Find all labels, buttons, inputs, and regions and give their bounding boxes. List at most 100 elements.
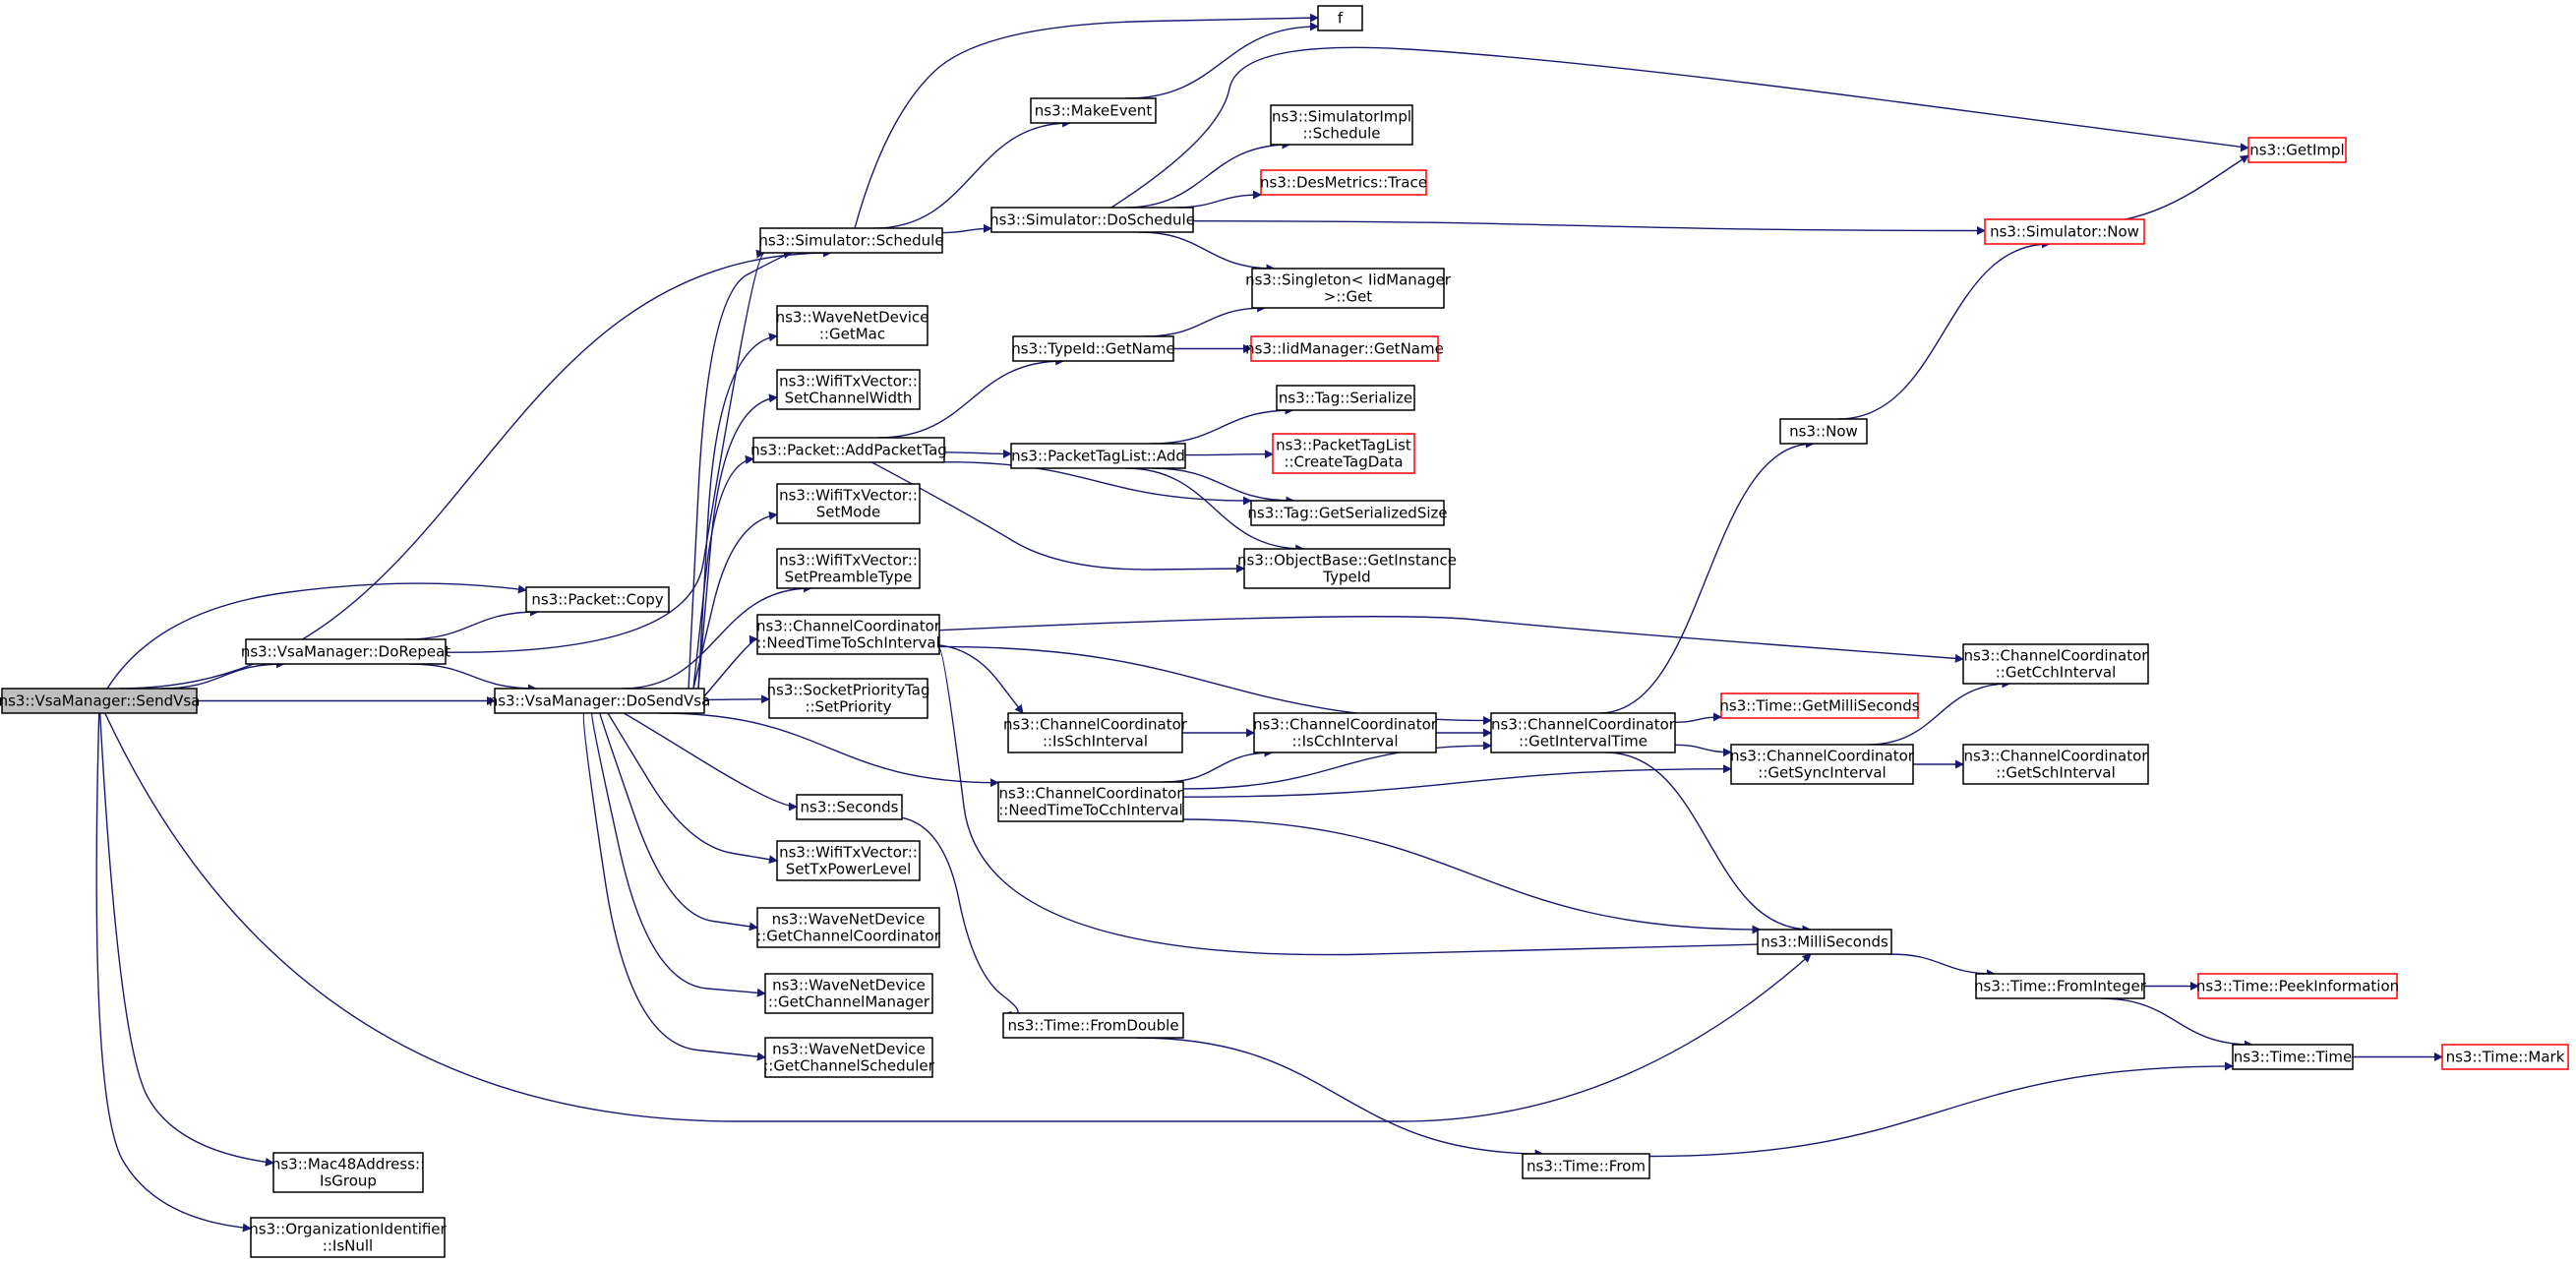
node-box-time-time[interactable] <box>2232 1044 2354 1070</box>
node-add-packet-tag[interactable]: ns3::Packet::AddPacketTag <box>750 437 947 463</box>
node-sim-now[interactable]: ns3::Simulator::Now <box>1984 218 2145 245</box>
node-box-ptladd[interactable] <box>1010 443 1186 469</box>
node-get-sync-interval[interactable]: ns3::ChannelCoordinator::GetSyncInterval <box>1730 744 1915 785</box>
node-box-get-ch-manager[interactable] <box>764 973 933 1014</box>
node-box-sim-impl-schedule[interactable] <box>1270 104 1413 146</box>
node-need-sch[interactable]: ns3::ChannelCoordinator::NeedTimeToSchIn… <box>756 614 941 655</box>
node-is-sch[interactable]: ns3::ChannelCoordinator::IsSchInterval <box>1003 712 1188 753</box>
node-box-create-tag-data[interactable] <box>1272 433 1415 474</box>
node-get-impl[interactable]: ns3::GetImpl <box>2247 137 2347 163</box>
node-box-get-sync-interval[interactable] <box>1730 744 1914 785</box>
node-box-get-instance-tid[interactable] <box>1243 548 1451 589</box>
node-box-is-group[interactable] <box>272 1152 424 1193</box>
node-box-is-null[interactable] <box>250 1217 446 1258</box>
node-is-cch[interactable]: ns3::ChannelCoordinator::IsCchInterval <box>1253 712 1438 753</box>
node-box-singleton-get[interactable] <box>1251 268 1445 309</box>
node-set-tx-power[interactable]: ns3::WifiTxVector::SetTxPowerLevel <box>776 840 921 881</box>
node-get-ch-manager[interactable]: ns3::WaveNetDevice::GetChannelManager <box>764 973 933 1014</box>
node-tag-serialize[interactable]: ns3::Tag::Serialize <box>1276 385 1415 411</box>
node-type-id-get-name[interactable]: ns3::TypeId::GetName <box>1011 335 1175 362</box>
node-get-ch-coord[interactable]: ns3::WaveNetDevice::GetChannelCoordinato… <box>756 907 941 948</box>
node-box-get-ch-coord[interactable] <box>756 907 940 948</box>
node-box-do-repeat[interactable] <box>245 638 447 665</box>
node-get-cch-interval[interactable]: ns3::ChannelCoordinator::GetCchInterval <box>1962 643 2149 685</box>
node-do-send-vsa[interactable]: ns3::VsaManager::DoSendVsa <box>489 688 711 714</box>
node-is-null[interactable]: ns3::OrganizationIdentifier::IsNull <box>249 1217 448 1258</box>
node-packet-copy[interactable]: ns3::Packet::Copy <box>525 586 670 613</box>
node-box-tag-get-ser-size[interactable] <box>1250 500 1445 526</box>
node-get-sch-interval[interactable]: ns3::ChannelCoordinator::GetSchInterval <box>1962 744 2149 785</box>
node-time-time[interactable]: ns3::Time::Time <box>2232 1044 2354 1070</box>
node-send-vsa[interactable]: ns3::VsaManager::SendVsa <box>0 688 200 714</box>
node-box-des-trace[interactable] <box>1260 169 1427 196</box>
node-box-type-id-get-name[interactable] <box>1012 335 1174 362</box>
node-get-ch-scheduler[interactable]: ns3::WaveNetDevice::GetChannelScheduler <box>763 1037 935 1078</box>
node-box-set-channel-width[interactable] <box>776 369 921 410</box>
node-box-get-milli-seconds[interactable] <box>1720 692 1919 719</box>
node-box-get-sch-interval[interactable] <box>1962 744 2149 785</box>
node-f[interactable]: f <box>1317 5 1363 31</box>
node-set-channel-width[interactable]: ns3::WifiTxVector::SetChannelWidth <box>776 369 921 410</box>
node-box-need-cch[interactable] <box>997 781 1184 822</box>
node-box-milli-seconds[interactable] <box>1757 929 1892 955</box>
node-box-from-double[interactable] <box>1002 1012 1184 1039</box>
node-create-tag-data[interactable]: ns3::PacketTagList::CreateTagData <box>1272 433 1415 474</box>
node-box-is-sch[interactable] <box>1007 712 1183 753</box>
node-need-cch[interactable]: ns3::ChannelCoordinator::NeedTimeToCchIn… <box>997 781 1184 822</box>
node-iid-get-name[interactable]: ns3::IidManager::GetName <box>1245 335 1444 362</box>
node-box-send-vsa[interactable] <box>1 688 198 714</box>
node-box-f[interactable] <box>1317 5 1363 31</box>
node-time-from[interactable]: ns3::Time::From <box>1522 1153 1650 1179</box>
node-get-interval-time[interactable]: ns3::ChannelCoordinator::GetIntervalTime <box>1490 712 1676 753</box>
node-singleton-get[interactable]: ns3::Singleton< IidManager >::Get <box>1245 268 1452 309</box>
node-get-milli-seconds[interactable]: ns3::Time::GetMilliSeconds <box>1719 692 1920 719</box>
node-now[interactable]: ns3::Now <box>1779 418 1868 445</box>
node-box-do-send-vsa[interactable] <box>494 688 705 714</box>
node-box-peek-info[interactable] <box>2197 973 2398 999</box>
node-ptladd[interactable]: ns3::PacketTagList::Add <box>1010 443 1186 469</box>
node-milli-seconds[interactable]: ns3::MilliSeconds <box>1757 929 1892 955</box>
node-box-need-sch[interactable] <box>756 614 940 655</box>
node-from-integer[interactable]: ns3::Time::FromInteger <box>1974 973 2147 999</box>
node-from-double[interactable]: ns3::Time::FromDouble <box>1002 1012 1184 1039</box>
node-box-packet-copy[interactable] <box>525 586 670 613</box>
node-box-now[interactable] <box>1779 418 1868 445</box>
node-box-do-schedule[interactable] <box>990 207 1194 233</box>
node-set-priority[interactable]: ns3::SocketPriorityTag::SetPriority <box>767 678 930 719</box>
node-box-add-packet-tag[interactable] <box>752 437 945 463</box>
node-box-seconds[interactable] <box>796 794 903 820</box>
node-seconds[interactable]: ns3::Seconds <box>796 794 903 820</box>
node-set-preamble[interactable]: ns3::WifiTxVector::SetPreambleType <box>776 548 921 589</box>
node-box-get-mac[interactable] <box>776 305 929 346</box>
node-des-trace[interactable]: ns3::DesMetrics::Trace <box>1260 169 1427 196</box>
node-box-iid-get-name[interactable] <box>1250 335 1439 362</box>
node-box-get-impl[interactable] <box>2247 137 2347 163</box>
node-do-repeat[interactable]: ns3::VsaManager::DoRepeat <box>241 638 450 665</box>
node-box-time-from[interactable] <box>1522 1153 1650 1179</box>
node-box-tag-serialize[interactable] <box>1276 385 1415 411</box>
node-box-make-event[interactable] <box>1030 97 1157 124</box>
node-make-event[interactable]: ns3::MakeEvent <box>1030 97 1157 124</box>
node-box-is-cch[interactable] <box>1253 712 1437 753</box>
node-box-time-mark[interactable] <box>2441 1044 2569 1070</box>
node-sim-impl-schedule[interactable]: ns3::SimulatorImpl::Schedule <box>1270 104 1413 146</box>
node-do-schedule[interactable]: ns3::Simulator::DoSchedule <box>989 207 1195 233</box>
node-time-mark[interactable]: ns3::Time::Mark <box>2441 1044 2569 1070</box>
node-box-get-cch-interval[interactable] <box>1962 643 2149 685</box>
node-peek-info[interactable]: ns3::Time::PeekInformation <box>2196 973 2399 999</box>
node-box-set-priority[interactable] <box>768 678 929 719</box>
node-set-mode[interactable]: ns3::WifiTxVector::SetMode <box>776 483 921 524</box>
node-is-group[interactable]: ns3::Mac48Address::IsGroup <box>271 1152 425 1193</box>
node-box-set-tx-power[interactable] <box>776 840 921 881</box>
node-box-sim-now[interactable] <box>1984 218 2145 245</box>
node-get-mac[interactable]: ns3::WaveNetDevice::GetMac <box>776 305 929 346</box>
node-tag-get-ser-size[interactable]: ns3::Tag::GetSerializedSize <box>1247 500 1448 526</box>
node-box-get-interval-time[interactable] <box>1490 712 1676 753</box>
node-box-sim-schedule[interactable] <box>759 227 943 254</box>
node-box-set-mode[interactable] <box>776 483 921 524</box>
node-box-from-integer[interactable] <box>1975 973 2145 999</box>
node-box-get-ch-scheduler[interactable] <box>764 1037 933 1078</box>
node-sim-schedule[interactable]: ns3::Simulator::Schedule <box>758 227 944 254</box>
node-box-set-preamble[interactable] <box>776 548 921 589</box>
